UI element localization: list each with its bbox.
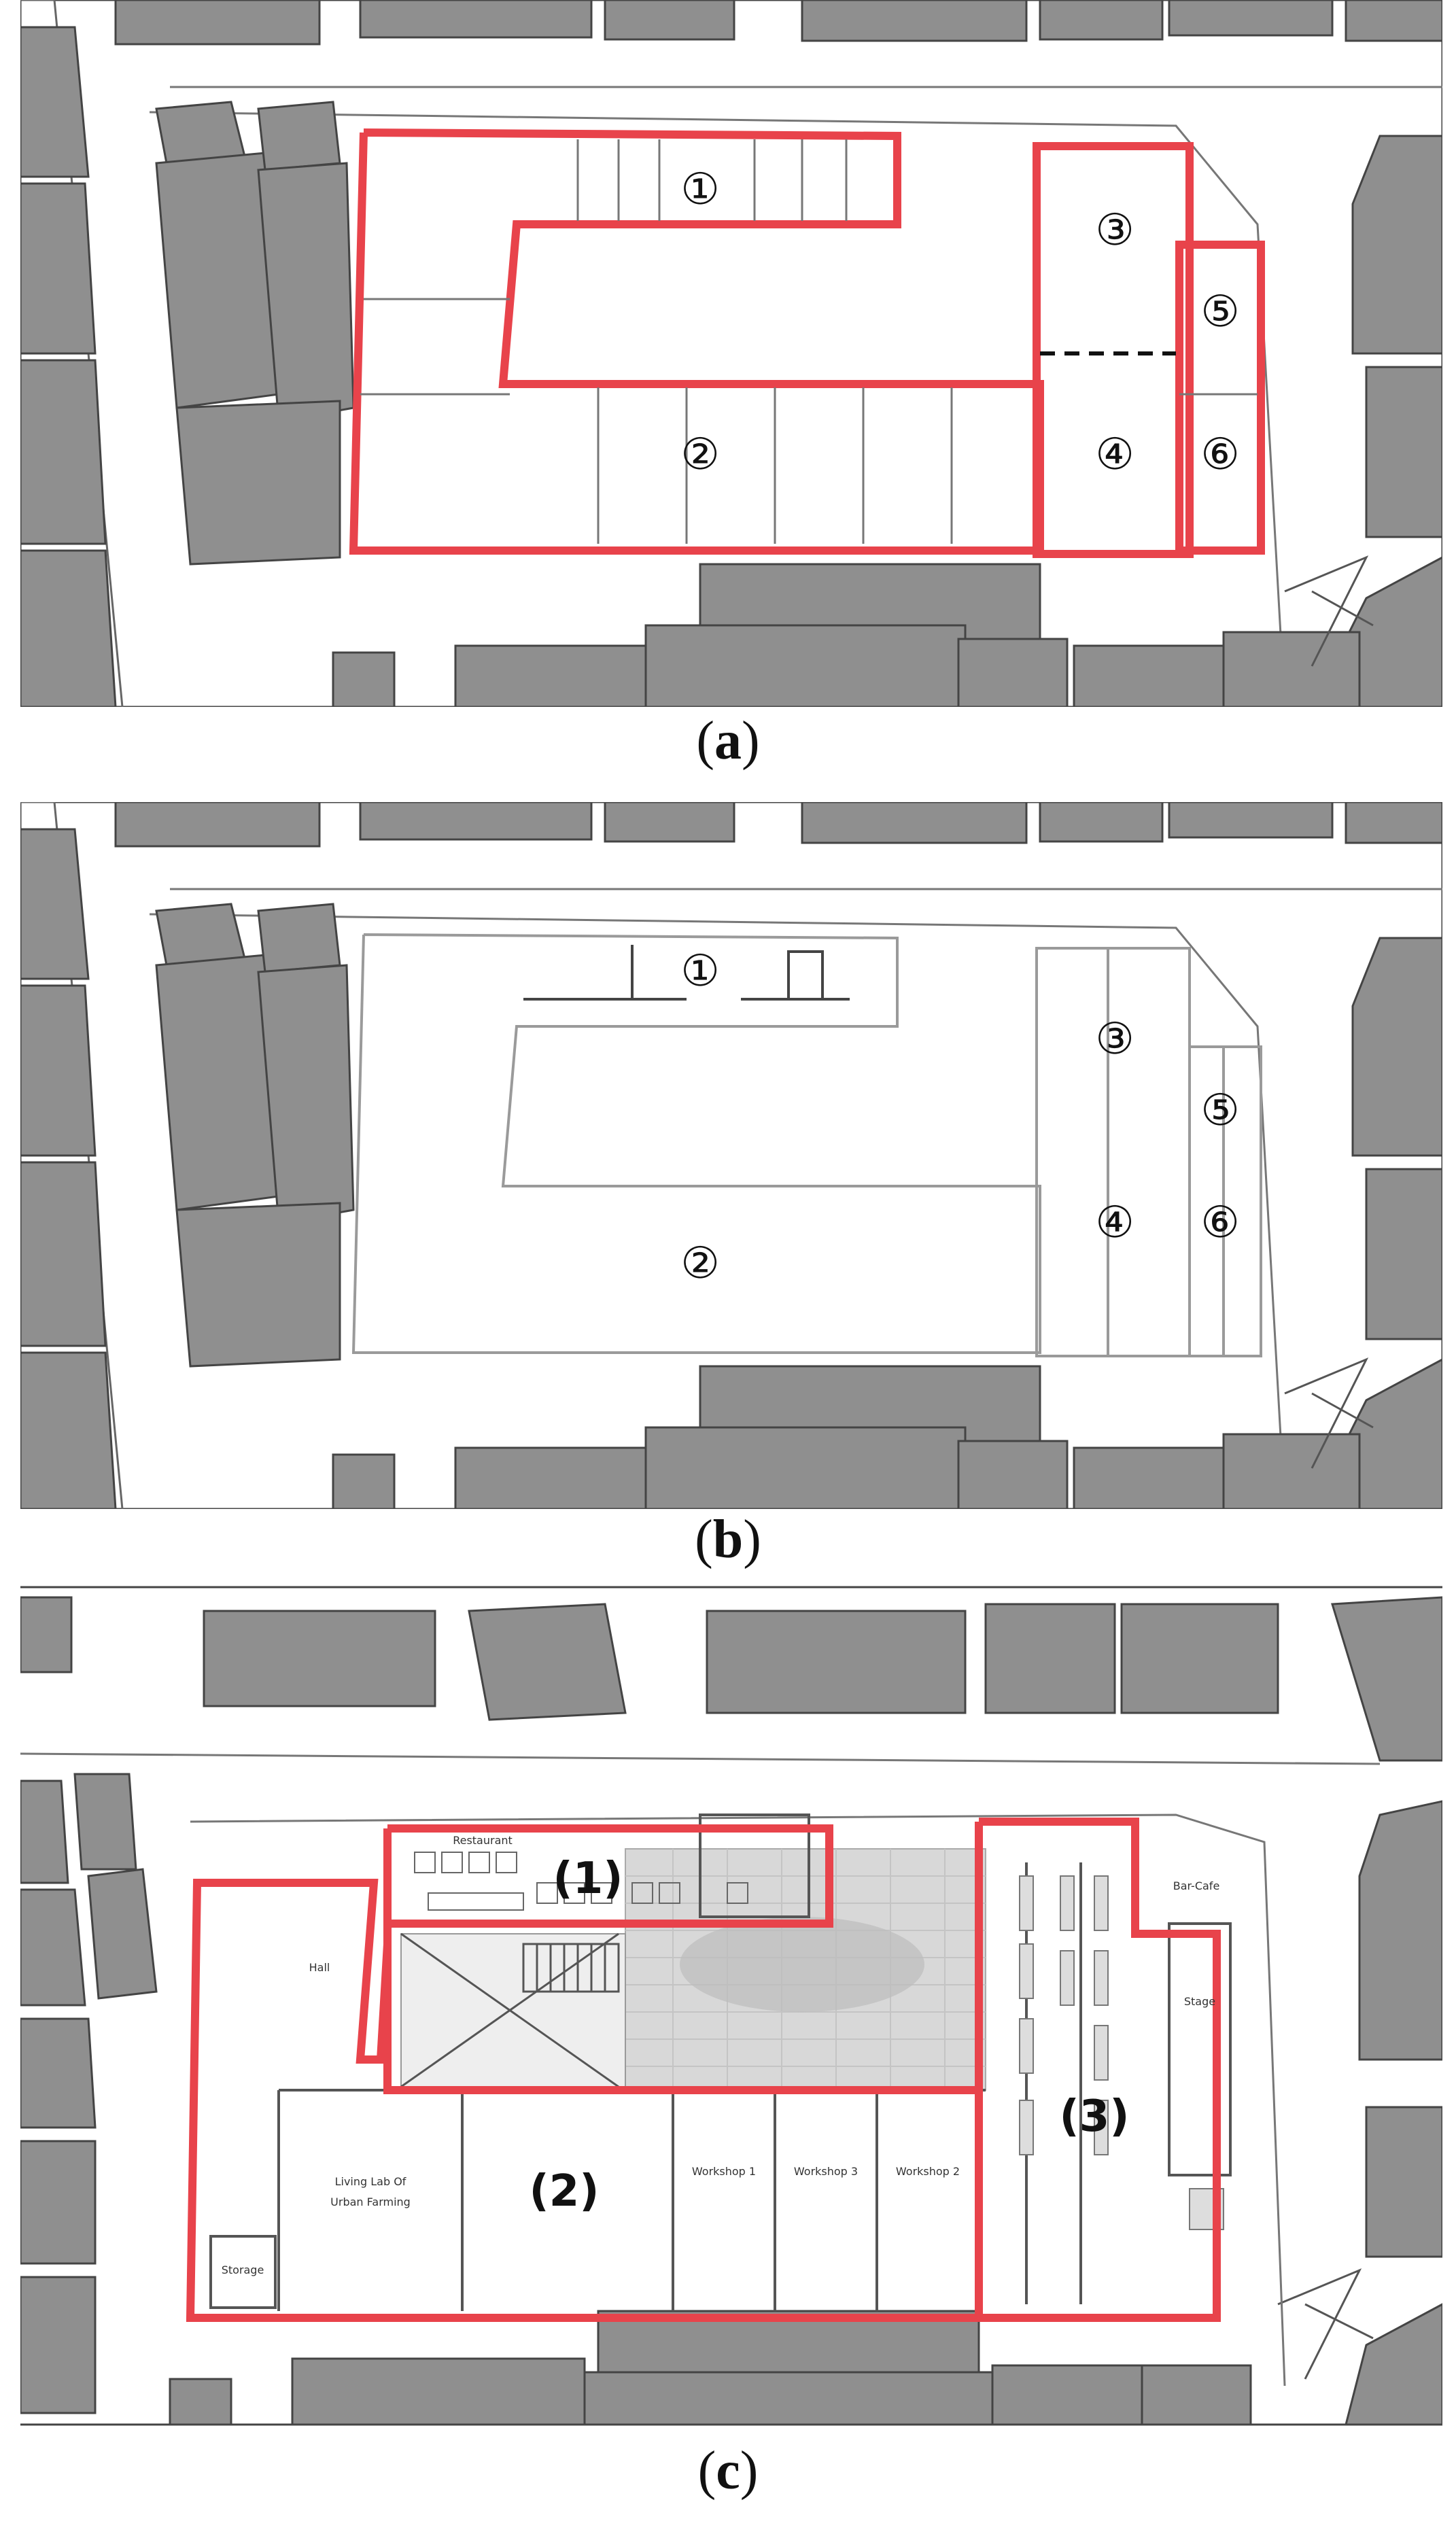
room-label-workshop-3: Workshop 3 — [794, 2165, 858, 2178]
zone-label-5: ⑤ — [1200, 287, 1239, 337]
room-label-restaurant: Restaurant — [453, 1834, 513, 1847]
north-arrow — [1284, 1357, 1374, 1469]
zone-label-6: ⑥ — [1200, 430, 1239, 480]
zone-label-3: ③ — [1095, 205, 1134, 256]
caption-letter: c — [716, 2441, 740, 2501]
restaurant-furniture — [414, 1852, 748, 1911]
panel-c: Restaurant Hall Living Lab Of Urban Farm… — [20, 1584, 1442, 2427]
zone-label-6: ⑥ — [1200, 1198, 1239, 1248]
caption-letter: b — [712, 1510, 744, 1569]
zone-label-5: ⑤ — [1200, 1086, 1239, 1136]
room-labels-c: Restaurant Hall Living Lab Of Urban Farm… — [222, 1834, 1220, 2276]
zone-label-4: ④ — [1095, 430, 1134, 480]
neighbour-buildings-left — [20, 1773, 158, 2414]
zone-1-detail — [523, 945, 850, 1001]
zone-label-4: ④ — [1095, 1198, 1134, 1248]
zone-label-1: ① — [680, 946, 719, 996]
zone-label-2: (2) — [529, 2166, 599, 2217]
zone-labels-b: ① ② ③ ④ ⑤ ⑥ — [680, 946, 1239, 1289]
caption-c: (c) — [697, 2441, 759, 2501]
stairs — [400, 1932, 620, 2088]
north-arrow — [1277, 2268, 1374, 2380]
room-label-bar: Bar-Cafe — [1173, 1879, 1220, 1892]
room-label-storage: Storage — [222, 2263, 264, 2276]
neighbour-buildings-left — [20, 26, 355, 707]
floor-plan-c: Restaurant Hall Living Lab Of Urban Farm… — [20, 1584, 1442, 2427]
zone-label-1: (1) — [553, 1854, 623, 1904]
zone-label-2: ② — [680, 430, 719, 480]
zone-labels-a: ① ② ③ ④ ⑤ ⑥ — [680, 164, 1239, 480]
site-plan-b: ① ② ③ ④ ⑤ ⑥ — [20, 802, 1442, 1509]
panel-b: ① ② ③ ④ ⑤ ⑥ — [20, 802, 1442, 1509]
neighbour-buildings-top — [114, 0, 1442, 46]
zone-label-3: (3) — [1059, 2092, 1129, 2142]
stage-blocks — [1019, 1875, 1224, 2230]
caption-b: (b) — [695, 1510, 761, 1569]
room-label-stage: Stage — [1184, 1995, 1215, 2008]
plan-lines-a — [360, 139, 1258, 544]
room-label-hall: Hall — [309, 1961, 330, 1974]
room-label-workshop-2: Workshop 2 — [896, 2165, 960, 2178]
caption-letter: a — [714, 711, 742, 771]
neighbour-buildings-bottom — [332, 1365, 1361, 1509]
neighbour-buildings-top — [114, 802, 1442, 848]
zone-label-2: ② — [680, 1238, 719, 1289]
site-plan-a: ① ② ③ ④ ⑤ ⑥ — [20, 0, 1442, 707]
neighbour-buildings-right — [1311, 937, 1442, 1509]
north-arrow — [1284, 555, 1374, 667]
zone-labels-c: (1) (2) (3) — [529, 1854, 1129, 2217]
zone-label-3: ③ — [1095, 1014, 1134, 1064]
zone-label-1: ① — [680, 164, 719, 215]
highlight-outline-c — [186, 1818, 1221, 2322]
neighbour-buildings-bottom — [169, 2310, 1252, 2426]
room-label-living-lab-2: Urban Farming — [330, 2195, 411, 2208]
neighbour-buildings-right — [1345, 1800, 1442, 2426]
caption-a: (a) — [696, 711, 760, 771]
highlight-outline-a — [349, 128, 1265, 558]
neighbour-buildings-left — [20, 828, 355, 1509]
room-label-workshop-1: Workshop 1 — [692, 2165, 756, 2178]
neighbour-buildings-bottom — [332, 563, 1361, 707]
panel-a: ① ② ③ ④ ⑤ ⑥ — [20, 0, 1442, 707]
neighbour-buildings-top — [20, 1596, 1442, 1762]
footprint-outline-b — [351, 933, 1262, 1357]
room-label-living-lab-1: Living Lab Of — [335, 2175, 406, 2188]
